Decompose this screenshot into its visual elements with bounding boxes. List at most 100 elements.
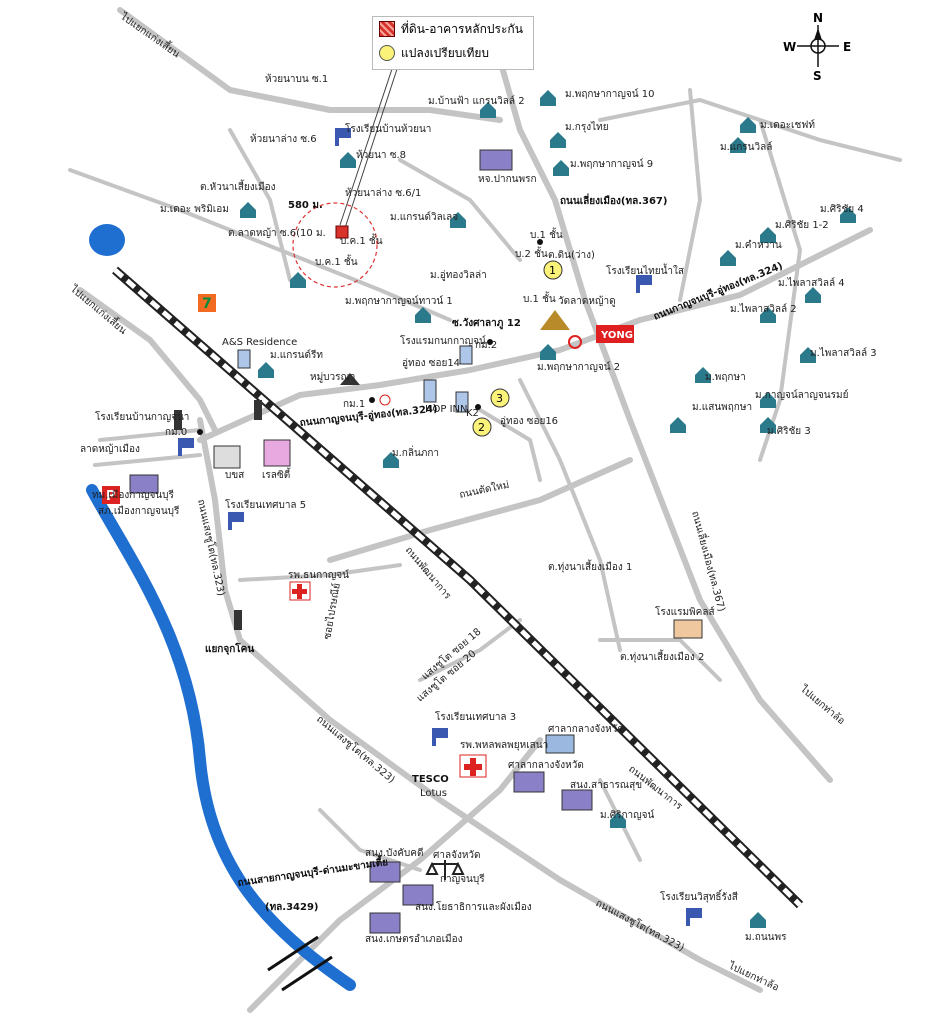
school-icon bbox=[432, 728, 448, 746]
map-label-t71: แยกจุกโคน bbox=[205, 642, 254, 655]
railway-sleepers bbox=[113, 268, 802, 907]
map-label-t44: ม.พฤกษากาญจน์ 2 bbox=[537, 361, 620, 373]
marker-3-label: 3 bbox=[496, 392, 503, 405]
map-label-t92: สนง.โยธาธิการและผังเมือง bbox=[415, 900, 532, 913]
map-label-t35: ม.พฤกษากาญจน์ทาวน์ 1 bbox=[345, 295, 453, 307]
map-label-t9: บ.ค.1 ชั้น bbox=[315, 254, 358, 268]
map-label-t21: ม.แกรนด์วิลเลจ bbox=[390, 211, 458, 223]
compass: N S W E bbox=[783, 11, 851, 83]
court-icon bbox=[425, 860, 465, 880]
no-entry-icon bbox=[568, 335, 582, 349]
map-label-t27: ต.ดิน(ว่าง) bbox=[548, 250, 595, 261]
km-dot bbox=[475, 404, 481, 410]
map-label-t49: HOP INN bbox=[425, 404, 468, 415]
map-label-t53: กม.0 bbox=[165, 427, 187, 438]
building-icon bbox=[369, 912, 401, 934]
road-kaeng-sian bbox=[117, 7, 503, 123]
map-label-t22: ม.ศิริชัย 4 bbox=[820, 204, 864, 215]
map-label-t33: ม.ไพลาสวิลล์ 4 bbox=[778, 277, 845, 289]
map-label-t63: ถนนตัดใหม่ bbox=[458, 479, 510, 501]
map-label-t7: 580 ม. bbox=[288, 200, 323, 211]
house-icon bbox=[540, 344, 556, 360]
map-label-t18: ม.แกรนวิลล์ bbox=[720, 141, 772, 153]
map-label-t41: ม.แกรนด์รีท bbox=[270, 349, 323, 361]
map-label-t24: ม.คำหวาน bbox=[735, 240, 782, 251]
traffic-light-icon bbox=[174, 410, 182, 430]
map-label-t83: TESCO bbox=[412, 774, 449, 785]
map-label-t78: รพ.พหลพลพยุหเสนา bbox=[460, 740, 548, 751]
temple-icon bbox=[340, 373, 360, 385]
map-label-t96: ม.ถนนพร bbox=[745, 932, 787, 943]
no-entry-icon bbox=[379, 394, 391, 406]
building-icons bbox=[129, 149, 703, 934]
map-label-t62: สภ.เมืองกาญจนบุรี bbox=[98, 505, 180, 517]
map-label-t45: ม.พฤกษา bbox=[705, 372, 746, 383]
building-icon bbox=[423, 379, 437, 403]
map-label-t65: ถนนแสงชูโต(ทล.323) bbox=[195, 498, 228, 597]
collateral-swatch bbox=[379, 21, 395, 37]
house-icon bbox=[415, 307, 431, 323]
legend-row-comparables: แปลงเปรียบเทียบ bbox=[373, 41, 533, 65]
road-minor-14 bbox=[478, 408, 542, 482]
house-icon bbox=[730, 137, 746, 153]
map-label-t69: รพ.ธนกาญจน์ bbox=[288, 569, 349, 581]
bridge bbox=[267, 935, 333, 992]
map-label-t8: บ.ค.1 ชั้น bbox=[340, 233, 383, 247]
map-label-t95: โรงเรียนวิสุทธิ์รังสี bbox=[660, 889, 738, 903]
house-icon bbox=[805, 287, 821, 303]
house-icon bbox=[240, 202, 256, 218]
legend-pointer-1 bbox=[339, 59, 396, 226]
building-icon bbox=[129, 474, 159, 494]
yong-logo: YONG bbox=[600, 330, 633, 341]
house-icon bbox=[840, 207, 856, 223]
road-minor-10 bbox=[98, 428, 202, 442]
hospital-icons bbox=[289, 581, 487, 778]
legend-collateral-label: ที่ดิน-อาคารหลักประกัน bbox=[401, 21, 523, 36]
comparable-swatch bbox=[379, 45, 395, 61]
building-icon bbox=[459, 345, 473, 365]
school-icon bbox=[178, 438, 194, 456]
house-icon bbox=[450, 212, 466, 228]
map-label-t58: บขส bbox=[225, 470, 244, 481]
map-label-t79: ศาลากลางจังหวัด bbox=[548, 724, 624, 735]
map-label-t84: Lotus bbox=[420, 788, 447, 799]
house-icon bbox=[610, 812, 626, 828]
map-label-t81: ถนนแสงชูโต(ทล.323) bbox=[314, 712, 398, 785]
road-minor-9 bbox=[418, 618, 522, 682]
map-label-t14: ม.พฤกษากาญจน์ 10 bbox=[565, 88, 654, 100]
school-icon bbox=[636, 275, 652, 293]
road-left bbox=[77, 287, 218, 433]
road-minor-11 bbox=[93, 453, 202, 467]
road-minor-15 bbox=[598, 638, 722, 682]
road-324 bbox=[197, 227, 873, 443]
traffic-light-icons bbox=[174, 400, 262, 630]
marker-3 bbox=[490, 388, 510, 408]
road-minor-8 bbox=[238, 563, 402, 582]
map-label-t56: ไปแยกแก่งเสี้ยน bbox=[67, 281, 130, 337]
compass-w: W bbox=[783, 40, 796, 54]
pond bbox=[89, 224, 125, 256]
map-label-t89: กาญจนบุรี bbox=[440, 873, 485, 885]
map-label-t12: ห้วยนา ซ.8 bbox=[356, 149, 406, 161]
map-label-t66: ถนนเลี่ยงเมือง(ทล.367) bbox=[689, 509, 729, 613]
house-icon bbox=[383, 452, 399, 468]
house-icon bbox=[670, 417, 686, 433]
parking-icon bbox=[102, 486, 120, 504]
map-label-t36: A&S Residence bbox=[222, 337, 297, 348]
map-label-t55: ถนนกาญจนบุรี-อู่ทอง(ทล.324) bbox=[299, 403, 438, 430]
map-label-t39: กม.2 bbox=[475, 340, 497, 351]
road-minor-1 bbox=[68, 168, 452, 322]
map-label-t77: โรงเรียนเทศบาล 3 bbox=[435, 710, 516, 723]
house-icon bbox=[760, 392, 776, 408]
marker-1 bbox=[543, 260, 563, 280]
map-label-t11: โรงเรียนบ้านห้วยนา bbox=[345, 122, 431, 135]
school-icon bbox=[335, 128, 351, 146]
km-dot bbox=[369, 397, 375, 403]
road-minor-2 bbox=[228, 128, 292, 282]
map-label-t80: ศาลากลางจังหวัด bbox=[508, 760, 584, 771]
compass-e: E bbox=[843, 40, 851, 54]
compass-s: S bbox=[813, 69, 822, 83]
km-dot bbox=[487, 339, 493, 345]
legend-comparable-label: แปลงเปรียบเทียบ bbox=[401, 45, 490, 60]
